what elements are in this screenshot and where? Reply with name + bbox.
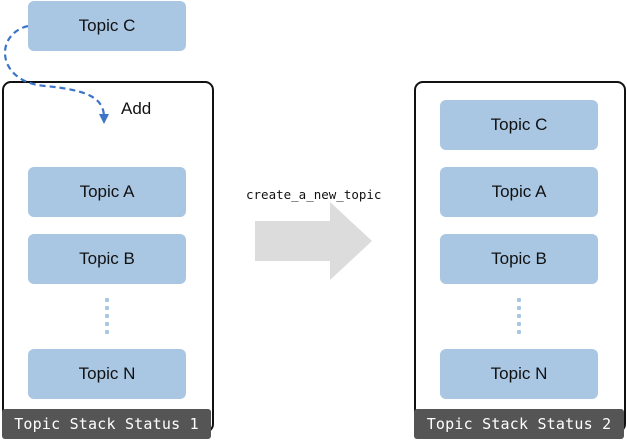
stack2-status-label: Topic Stack Status 2 xyxy=(426,415,612,433)
stack2-ellipsis xyxy=(517,298,521,334)
stack2-topic-c-label: Topic C xyxy=(490,115,548,134)
incoming-topic-box: Topic C xyxy=(28,1,186,51)
operation-label: create_a_new_topic xyxy=(246,187,382,202)
stack2-topic-b: Topic B xyxy=(440,234,598,284)
stack1-topic-b: Topic B xyxy=(28,234,186,284)
stack1-topic-n-label: Topic N xyxy=(78,364,136,383)
add-arrow-path xyxy=(3,24,106,117)
stack1-ellipsis xyxy=(105,298,109,334)
stack2-topic-a-label: Topic A xyxy=(491,182,547,201)
incoming-topic-label: Topic C xyxy=(78,16,136,35)
stack2-topic-n: Topic N xyxy=(440,349,598,399)
stack2-topic-n-label: Topic N xyxy=(490,364,548,383)
stack1-topic-a-label: Topic A xyxy=(79,182,135,201)
stack2-topic-a: Topic A xyxy=(440,167,598,217)
stack1-topic-b-label: Topic B xyxy=(79,249,135,268)
stack2-topic-c: Topic C xyxy=(440,100,598,150)
add-arrow-head xyxy=(99,114,109,124)
transition-arrow-shape xyxy=(255,202,372,280)
stack1-topic-a: Topic A xyxy=(28,167,186,217)
stack2-topic-b-label: Topic B xyxy=(491,249,547,268)
stack1-status-label: Topic Stack Status 1 xyxy=(14,415,199,433)
stack1-status-bar: Topic Stack Status 1 xyxy=(2,409,211,439)
add-label: Add xyxy=(121,99,152,118)
stack1-topic-n: Topic N xyxy=(28,349,186,399)
stack2-status-bar: Topic Stack Status 2 xyxy=(414,409,624,439)
